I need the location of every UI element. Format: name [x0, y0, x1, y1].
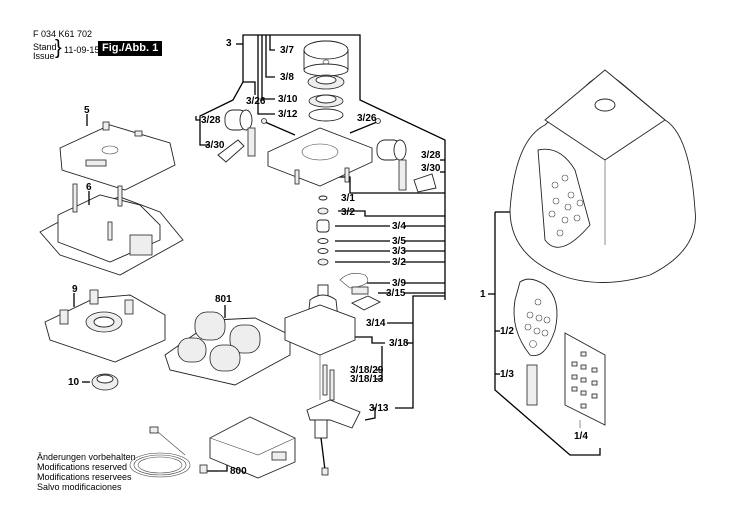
part-6-housing	[39, 183, 184, 276]
label-3-10: 3/10	[278, 94, 298, 105]
label-801: 801	[215, 294, 232, 305]
label-3-26-left: 3/26	[246, 96, 266, 107]
part-9-frame	[44, 289, 166, 363]
label-3-30-left: 3/30	[205, 140, 225, 151]
label-1-3: 1/3	[500, 369, 514, 380]
part-1-housing	[509, 69, 696, 283]
part-3-30-clip-left	[217, 139, 245, 163]
label-3-28-right: 3/28	[421, 150, 441, 161]
part-3-26-screws	[261, 118, 381, 136]
label-800: 800	[230, 466, 247, 477]
label-3-26-right: 3/26	[357, 113, 377, 124]
small-parts-stack	[316, 195, 382, 311]
label-6: 6	[86, 182, 92, 193]
part-3-8-ring	[307, 74, 345, 90]
label-10: 10	[68, 377, 80, 388]
label-3: 3	[226, 38, 232, 49]
issue-date: 11-09-15	[64, 45, 100, 55]
part-10-nut	[91, 373, 119, 391]
label-3-18: 3/18	[389, 338, 409, 349]
part-3-13-sensor	[306, 399, 361, 476]
label-1-2: 1/2	[500, 326, 514, 337]
stand-label: Stand	[33, 42, 57, 52]
label-3-12: 3/12	[278, 109, 298, 120]
part-3-18-module	[284, 284, 356, 401]
note-de: Änderungen vorbehalten	[37, 452, 136, 462]
label-3-28-left: 3/28	[201, 115, 221, 126]
label-3-14: 3/14	[366, 318, 386, 329]
brace-icon: }	[55, 37, 62, 59]
label-3-8: 3/8	[280, 72, 294, 83]
label-9: 9	[72, 284, 78, 295]
part-801-battery	[164, 305, 291, 386]
part-5-pcb	[59, 114, 176, 191]
label-3-9: 3/9	[392, 278, 406, 289]
figure-label: Fig./Abb. 1	[98, 41, 163, 56]
part-3-7-cap	[303, 40, 349, 77]
part-1-3-flex-cable	[526, 364, 538, 406]
part-1-2-keypad-cover	[513, 278, 558, 357]
label-3-18-29: 3/18/29	[350, 365, 384, 376]
label-3-3: 3/3	[392, 246, 406, 257]
label-3-18-13: 3/18/13	[350, 374, 384, 385]
label-1: 1	[480, 289, 486, 300]
label-3-1: 3/1	[341, 193, 355, 204]
part-3-base-plate	[267, 127, 373, 187]
note-fr: Modifications reservees	[37, 472, 132, 482]
label-1-4: 1/4	[574, 431, 588, 442]
note-en: Modifications reserved	[37, 462, 128, 472]
part-1-4-keypad-pcb	[564, 332, 606, 428]
part-3-30-clip-right	[413, 173, 437, 193]
part-3-28-motor-right	[376, 139, 407, 191]
label-3-15: 3/15	[386, 288, 406, 299]
label-3-5: 3/5	[392, 236, 406, 247]
label-3-4: 3/4	[392, 221, 406, 232]
label-3-13: 3/13	[369, 403, 389, 414]
leader-lines	[82, 34, 601, 472]
part-3-28-motor-left	[224, 109, 256, 157]
issue-label: Issue	[33, 51, 55, 61]
part-number: F 034 K61 702	[33, 29, 93, 39]
label-3-7: 3/7	[280, 45, 294, 56]
label-3-2-upper: 3/2	[341, 207, 355, 218]
label-3-2-lower: 3/2	[392, 257, 406, 268]
part-3-10-gear	[308, 94, 344, 108]
note-es: Salvo modificaciones	[37, 482, 122, 492]
part-800-charger	[129, 416, 296, 479]
part-3-12-disc	[308, 108, 344, 122]
label-3-30-right: 3/30	[421, 163, 441, 174]
label-5: 5	[84, 105, 90, 116]
